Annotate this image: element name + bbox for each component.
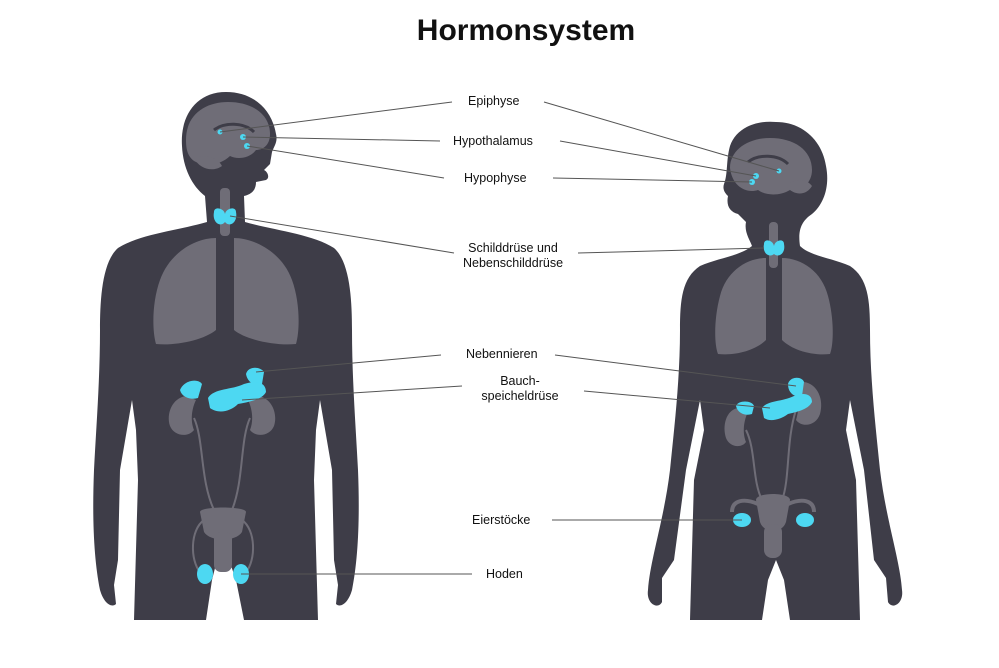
line-hypothalamus-male [242, 136, 441, 142]
label-hypophyse: Hypophyse [464, 171, 527, 185]
male-figure [93, 92, 359, 620]
line-hypophyse-male [246, 145, 445, 179]
male-shaft [214, 532, 232, 572]
line-adrenal-female [554, 354, 797, 387]
female-cervix [764, 524, 782, 558]
female-uterus [756, 494, 790, 531]
label-schilddruese: Schilddrüse und Nebenschilddrüse [452, 241, 574, 271]
male-adrenal-left [180, 380, 202, 399]
female-adrenal-right [788, 377, 804, 397]
male-bladder [200, 507, 246, 540]
label-hoden: Hoden [486, 567, 523, 581]
male-pancreas [208, 382, 266, 412]
female-lung-right [782, 258, 833, 355]
male-lung-right [234, 238, 299, 345]
male-lung-left [153, 238, 216, 345]
female-silhouette [647, 121, 903, 620]
male-ducts [192, 519, 254, 573]
female-brain-inner [747, 154, 790, 166]
line-pancreas-female [583, 390, 771, 409]
male-silhouette [93, 92, 359, 620]
label-schilddruese-line2: Nebenschilddrüse [462, 256, 564, 270]
male-ureters [193, 417, 251, 511]
female-kidney-left [724, 408, 748, 447]
label-bauch-line1: Bauch- [500, 374, 540, 388]
label-bauch-line2: speicheldrüse [481, 389, 559, 403]
female-ovary-right [796, 513, 814, 527]
line-thyroid-male [229, 215, 455, 254]
male-brain-inner [213, 122, 256, 134]
line-adrenal-male [255, 354, 442, 373]
female-cerebellum [786, 180, 812, 194]
female-thyroid [763, 240, 785, 256]
male-cerebellum [194, 156, 222, 170]
male-trachea [220, 188, 230, 236]
label-eierstoecke: Eierstöcke [472, 513, 531, 527]
label-hypothalamus: Hypothalamus [453, 134, 533, 148]
line-thyroid-female [577, 247, 765, 254]
female-figure [647, 121, 903, 620]
male-brain [186, 102, 270, 165]
leader-lines [219, 101, 797, 575]
male-thyroid [213, 208, 237, 225]
male-testis-left [197, 564, 213, 584]
line-hypophyse-female [552, 177, 753, 183]
female-pancreas [762, 394, 812, 421]
line-pancreas-male [241, 385, 463, 401]
label-nebennieren: Nebennieren [466, 347, 538, 361]
male-kidney-right [248, 396, 276, 435]
female-tubes [730, 498, 816, 513]
line-epiphyse-female [543, 101, 780, 172]
diagram-title: Hormonsystem [416, 14, 636, 47]
line-hypothalamus-female [559, 140, 757, 177]
label-schilddruese-line1: Schilddrüse und [468, 241, 558, 255]
male-kidney-left [168, 396, 196, 435]
label-bauchspeicheldruese: Bauch- speicheldrüse [460, 374, 580, 404]
female-ureters [745, 409, 797, 501]
female-lung-left [715, 258, 766, 355]
line-epiphyse-male [219, 101, 453, 133]
label-epiphyse: Epiphyse [468, 94, 520, 108]
